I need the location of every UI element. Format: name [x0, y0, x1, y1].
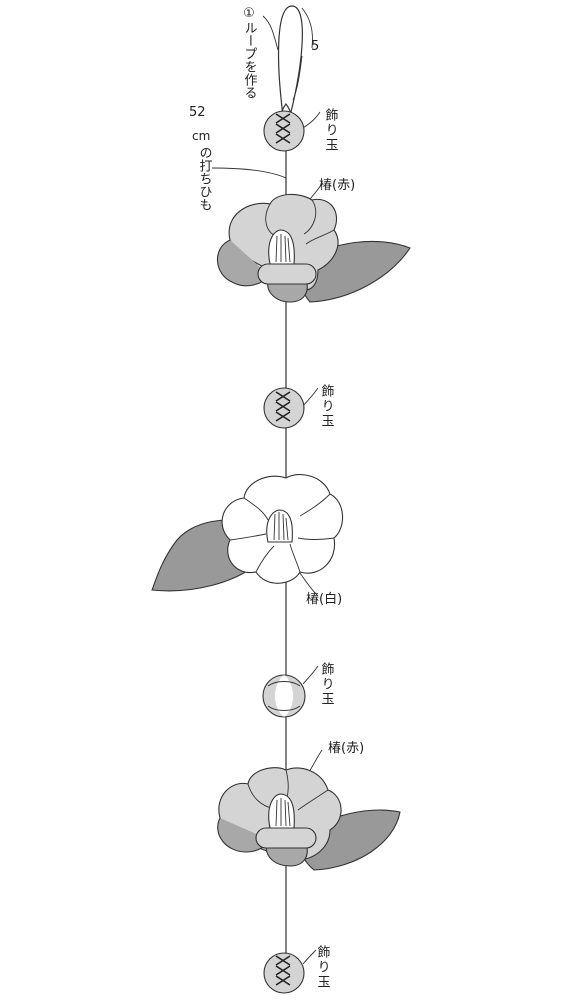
bead-3-leader: [302, 665, 319, 685]
flower-3-stamen: [268, 793, 295, 829]
flower-3-label: 椿(赤): [328, 741, 364, 756]
flower-1-petal-lower: [216, 239, 271, 287]
cord-length-unit: cm: [192, 129, 210, 143]
flower-2: [151, 474, 344, 592]
cord-text-label: の打ちひも: [197, 146, 213, 211]
flower-1-calyx: [267, 279, 308, 303]
bead-2: [263, 387, 305, 429]
flower-3-base: [255, 827, 317, 849]
loop-length-leader: [301, 7, 313, 49]
loop-length-label: 5: [311, 39, 319, 54]
bead-1: [263, 110, 305, 152]
flower-1: [216, 193, 411, 303]
hanging-loop: [277, 5, 303, 117]
flower-1-stamen: [268, 229, 295, 265]
bead-2-leader: [302, 387, 319, 407]
bead-4: [263, 952, 305, 994]
flower-1-base: [257, 263, 317, 285]
flower-2-stamen: [266, 509, 293, 543]
cross-stitch: [275, 391, 291, 422]
bead-4-label: 飾り玉: [315, 945, 331, 990]
flower-2-label: 椿(白): [306, 591, 342, 607]
loop-length-leader-2: [292, 55, 303, 101]
bead-3-label: 飾り玉: [319, 662, 335, 707]
bead-2-label: 飾り玉: [319, 384, 335, 429]
cord-length-number: 52: [189, 105, 206, 120]
cross-stitch: [275, 955, 291, 986]
bead-4-leader: [302, 949, 317, 965]
bead-1-label: 飾り玉: [323, 108, 339, 153]
flower-1-label: 椿(赤): [319, 178, 355, 193]
bead-3: [262, 674, 306, 718]
loop-step-label: ①ループを作る: [242, 6, 258, 99]
bead-1-leader: [302, 111, 321, 129]
loop-step-leader: [262, 15, 279, 51]
flower-3-calyx: [265, 843, 308, 867]
cross-stitch: [275, 113, 291, 144]
cord-length-leader: [211, 167, 287, 179]
flower-3: [217, 767, 401, 871]
